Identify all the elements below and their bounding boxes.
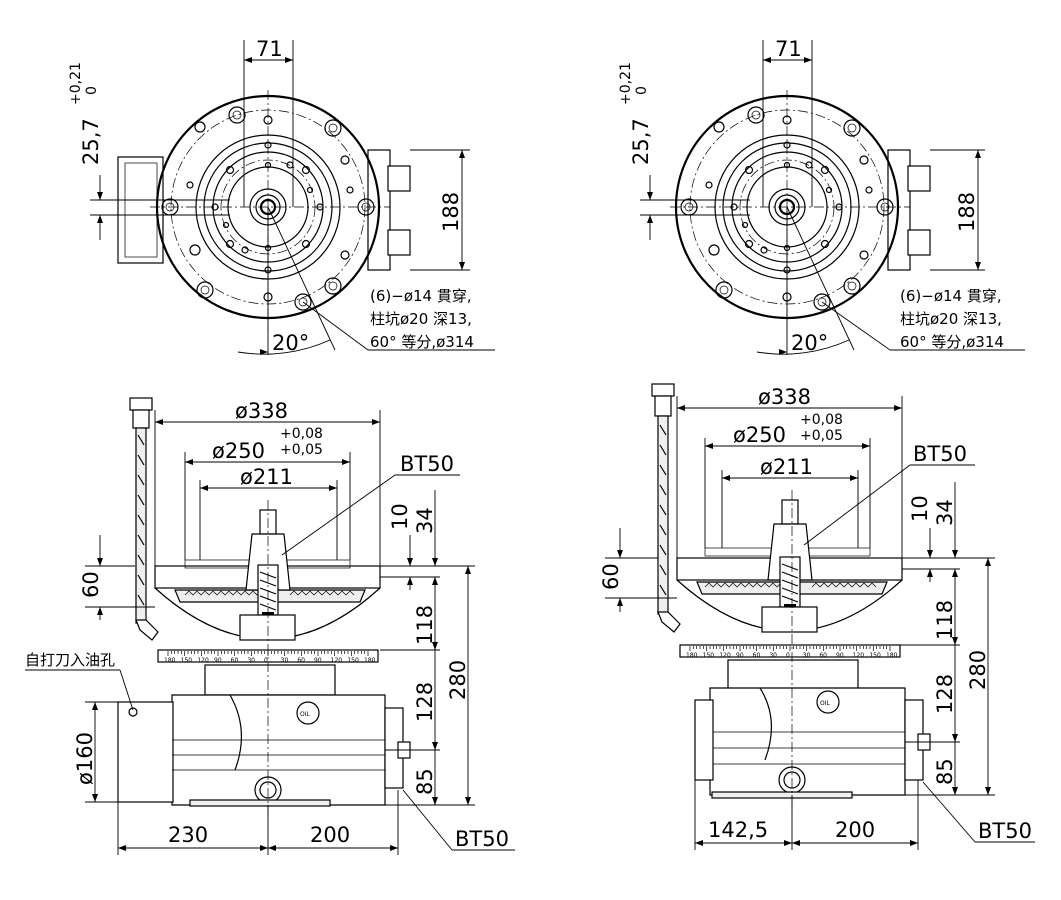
left-dim-188: 188 [439,192,463,232]
left-note-holes-3: 60° 等分,ø314 [370,333,474,351]
left-scale-tick-label: 120 [331,657,343,664]
left-tol-up: +0,21 [68,62,84,105]
right-scale-tick-label: 180 [886,652,898,659]
right-dim-60: 60 [599,563,623,590]
left-dim-118: 118 [413,605,437,645]
left-dim-250: ø250 [212,439,265,463]
right-note-holes-3: 60° 等分,ø314 [900,333,1004,351]
left-tol-low: 0 [84,86,100,95]
right-dim-85: 85 [933,758,957,785]
right-dim-25-7: 25,7 [629,118,653,165]
right-dim-188: 188 [955,192,979,232]
left-oil-label: OIL [300,711,310,718]
right-scale-tick-label: 30 [769,652,777,659]
left-dim-25-7: 25,7 [79,118,103,165]
right-scale-tick-label: 0 [786,652,790,659]
right-tol-250-low: +0,05 [800,428,843,444]
right-scale-tick-label: 90 [836,652,844,659]
right-dim-211: ø211 [760,455,813,479]
left-note-holes-1: (6)−ø14 貫穿, [370,287,472,305]
left-side-view: 180 150 120 90 60 30 0 30 60 90 120 150 180 OIL ø338… [25,397,515,855]
right-scale-tick-label: 150 [703,652,715,659]
left-scale-tick-label: 90 [214,657,222,664]
right-tol-low: 0 [634,86,650,95]
right-dim-338: ø338 [758,385,811,409]
left-scale-tick-label: 180 [364,657,376,664]
right-dim-34: 34 [933,499,957,526]
right-dim-280: 280 [966,650,990,690]
left-scale-tick-label: 30 [281,657,289,664]
left-tol-250-low: +0,05 [280,442,323,458]
right-scale-tick-label: 180 [686,652,698,659]
right-top-view: 71 25,7 +0,21 0 188 20° (6)−ø14 貫穿, 柱坑ø2… [618,37,1025,355]
right-side-view: 180 150 120 90 60 30 0 30 60 90 120 150 180 OIL ø338… [599,383,1035,850]
left-oil-hole-note: 自打刀入油孔 [25,651,115,669]
right-tol-250-up: +0,08 [800,412,843,428]
right-bt50-bottom: BT50 [978,819,1032,843]
left-dim-338: ø338 [235,399,288,423]
left-scale-tick-label: 120 [197,657,209,664]
left-inner-holes [186,115,354,302]
right-scale-tick-label: 60 [753,652,761,659]
left-dim-280: 280 [446,660,470,700]
left-dim-211: ø211 [240,465,293,489]
left-bt50-top: BT50 [400,452,454,476]
left-dim-128: 128 [413,682,437,722]
right-dim-118: 118 [933,600,957,640]
left-dim-160: ø160 [73,732,97,785]
left-angle-20: 20° [272,331,309,355]
left-scale-tick-label: 30 [247,657,255,664]
right-scale-tick-label: 120 [853,652,865,659]
left-angle-scale: 180 150 120 90 60 30 0 30 60 90 120 150 180 [164,651,376,664]
right-note-holes-1: (6)−ø14 貫穿, [900,287,1002,305]
right-scale-tick-label: 60 [819,652,827,659]
left-bt50-bottom: BT50 [455,827,509,851]
left-scale-tick-label: 150 [181,657,193,664]
left-outer-holes [161,106,375,311]
right-note-holes-2: 柱坑ø20 深13, [900,310,1002,328]
right-angle-20: 20° [791,331,828,355]
right-scale-tick-label: 90 [736,652,744,659]
left-note-holes-2: 柱坑ø20 深13, [370,310,472,328]
right-dim-128: 128 [933,674,957,714]
right-dim-71: 71 [775,37,802,61]
left-dim-71: 71 [256,37,283,61]
right-scale-tick-label: 120 [719,652,731,659]
right-angle-scale: 180 150 120 90 60 30 0 30 60 90 120 150 180 [686,646,898,659]
right-bt50-top: BT50 [913,442,967,466]
right-dim-250: ø250 [733,423,786,447]
left-scale-tick-label: 180 [164,657,176,664]
left-top-view: 71 25,7 +0,21 0 188 20° (6)−ø14 貫穿, 柱坑ø2… [68,37,495,355]
right-inner-holes [705,115,873,302]
right-oil-label: OIL [820,700,830,707]
right-scale-tick-label: 30 [803,652,811,659]
left-dim-230: 230 [168,823,208,847]
left-dim-85: 85 [413,768,437,795]
left-dim-60: 60 [79,571,103,598]
right-tol-up: +0,21 [618,62,634,105]
left-scale-tick-label: 60 [297,657,305,664]
left-scale-tick-label: 150 [347,657,359,664]
left-scale-tick-label: 60 [231,657,239,664]
left-dim-34: 34 [413,507,437,534]
right-dim-200: 200 [835,818,875,842]
right-dim-142-5: 142,5 [708,818,768,842]
left-dim-200: 200 [310,823,350,847]
left-tol-250-up: +0,08 [280,426,323,442]
right-dim-10: 10 [908,495,932,522]
left-dim-10: 10 [388,503,412,530]
right-scale-tick-label: 150 [869,652,881,659]
left-scale-tick-label: 90 [314,657,322,664]
left-scale-tick-label: 0 [264,657,268,664]
